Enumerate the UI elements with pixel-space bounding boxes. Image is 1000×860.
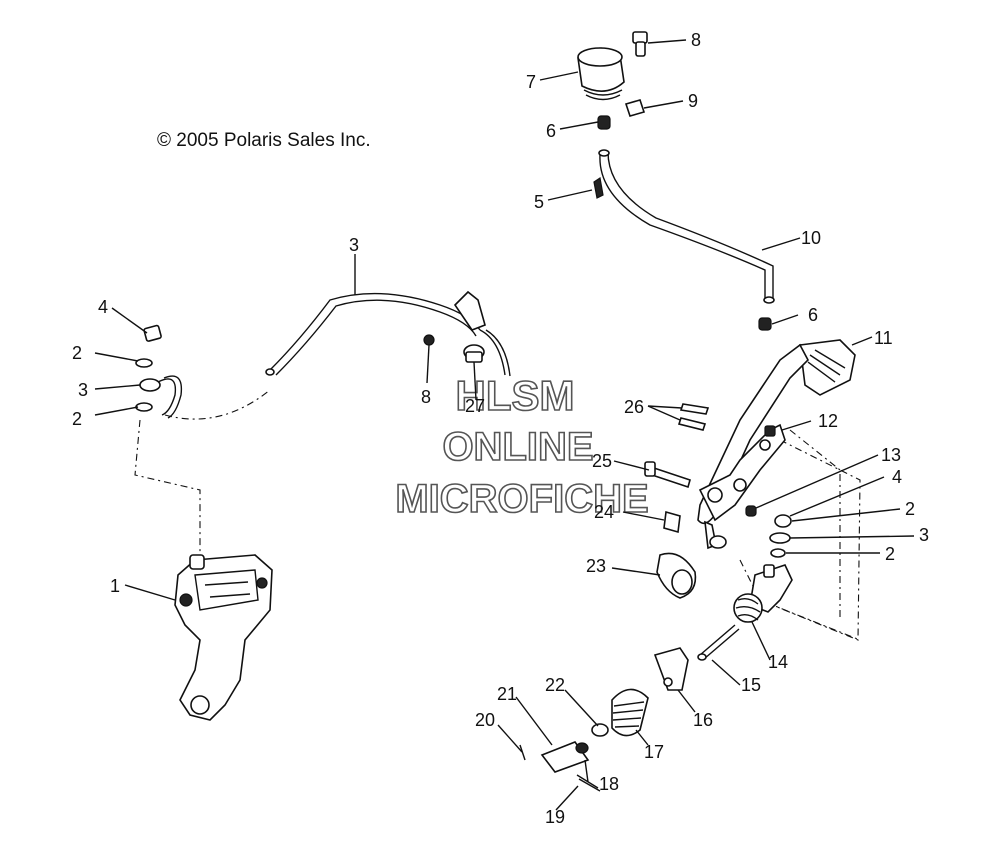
callout-4: 4: [892, 467, 902, 487]
pedal-bracket: [653, 647, 689, 691]
callout-23: 23: [586, 556, 606, 576]
callout-6: 6: [546, 121, 556, 141]
callout-18: 18: [599, 774, 619, 794]
assembly-line-brake-hose: [164, 389, 271, 420]
callout-6: 6: [808, 305, 818, 325]
pushrod: [697, 624, 740, 661]
callout-7: 7: [526, 72, 536, 92]
callout-13: 13: [881, 445, 901, 465]
callout-5: 5: [534, 192, 544, 212]
master-cylinder: [733, 514, 793, 623]
master-cylinder-reservoir: [577, 31, 648, 130]
callout-25: 25: [592, 451, 612, 471]
callout-8: 8: [421, 387, 431, 407]
callout-12: 12: [818, 411, 838, 431]
callout-24: 24: [594, 502, 614, 522]
callout-3: 3: [919, 525, 929, 545]
watermark-line-3: MICROFICHE: [395, 477, 648, 521]
callout-2: 2: [905, 499, 915, 519]
caliper-banjo-fitting: [135, 324, 162, 412]
callout-3: 3: [349, 235, 359, 255]
watermark: HLSM ONLINE MICROFICHE: [395, 371, 650, 522]
callout-9: 9: [688, 91, 698, 111]
brake-hose-left-section: [157, 375, 183, 419]
callout-2: 2: [885, 544, 895, 564]
brake-line-upper: [265, 290, 511, 377]
callout-27: 27: [465, 396, 485, 416]
callout-2: 2: [72, 409, 82, 429]
callout-3: 3: [78, 380, 88, 400]
assembly-line-pedal-box-3: [789, 429, 841, 620]
copyright-notice: © 2005 Polaris Sales Inc.: [157, 130, 371, 151]
callout-16: 16: [693, 710, 713, 730]
watermark-line-2: ONLINE: [442, 425, 593, 469]
callout-20: 20: [475, 710, 495, 730]
callout-14: 14: [768, 652, 788, 672]
callout-21: 21: [497, 684, 517, 704]
reservoir-hose: [593, 149, 775, 331]
callout-8: 8: [691, 30, 701, 50]
callout-11: 11: [874, 328, 893, 348]
assembly-line-caliper: [134, 419, 201, 570]
callout-1: 1: [110, 576, 120, 596]
brake-caliper: [174, 554, 273, 721]
clevis-assembly: [519, 723, 609, 792]
callout-2: 2: [72, 343, 82, 363]
callout-19: 19: [545, 807, 565, 827]
pushrod-boot: [611, 688, 649, 737]
pedal-pivot-bolts: [644, 403, 776, 534]
callout-22: 22: [545, 675, 565, 695]
callout-labels: 1 2 3 2 4 3 8 27 5 6 7 8 9 10 6 11 12 13…: [72, 30, 929, 827]
callout-4: 4: [98, 297, 108, 317]
callout-17: 17: [644, 742, 664, 762]
callout-26: 26: [624, 397, 644, 417]
boot-rubber: [656, 552, 697, 599]
callout-10: 10: [801, 228, 821, 248]
leader-lines: [94, 39, 915, 811]
brake-pedal: [697, 339, 856, 550]
callout-15: 15: [741, 675, 761, 695]
